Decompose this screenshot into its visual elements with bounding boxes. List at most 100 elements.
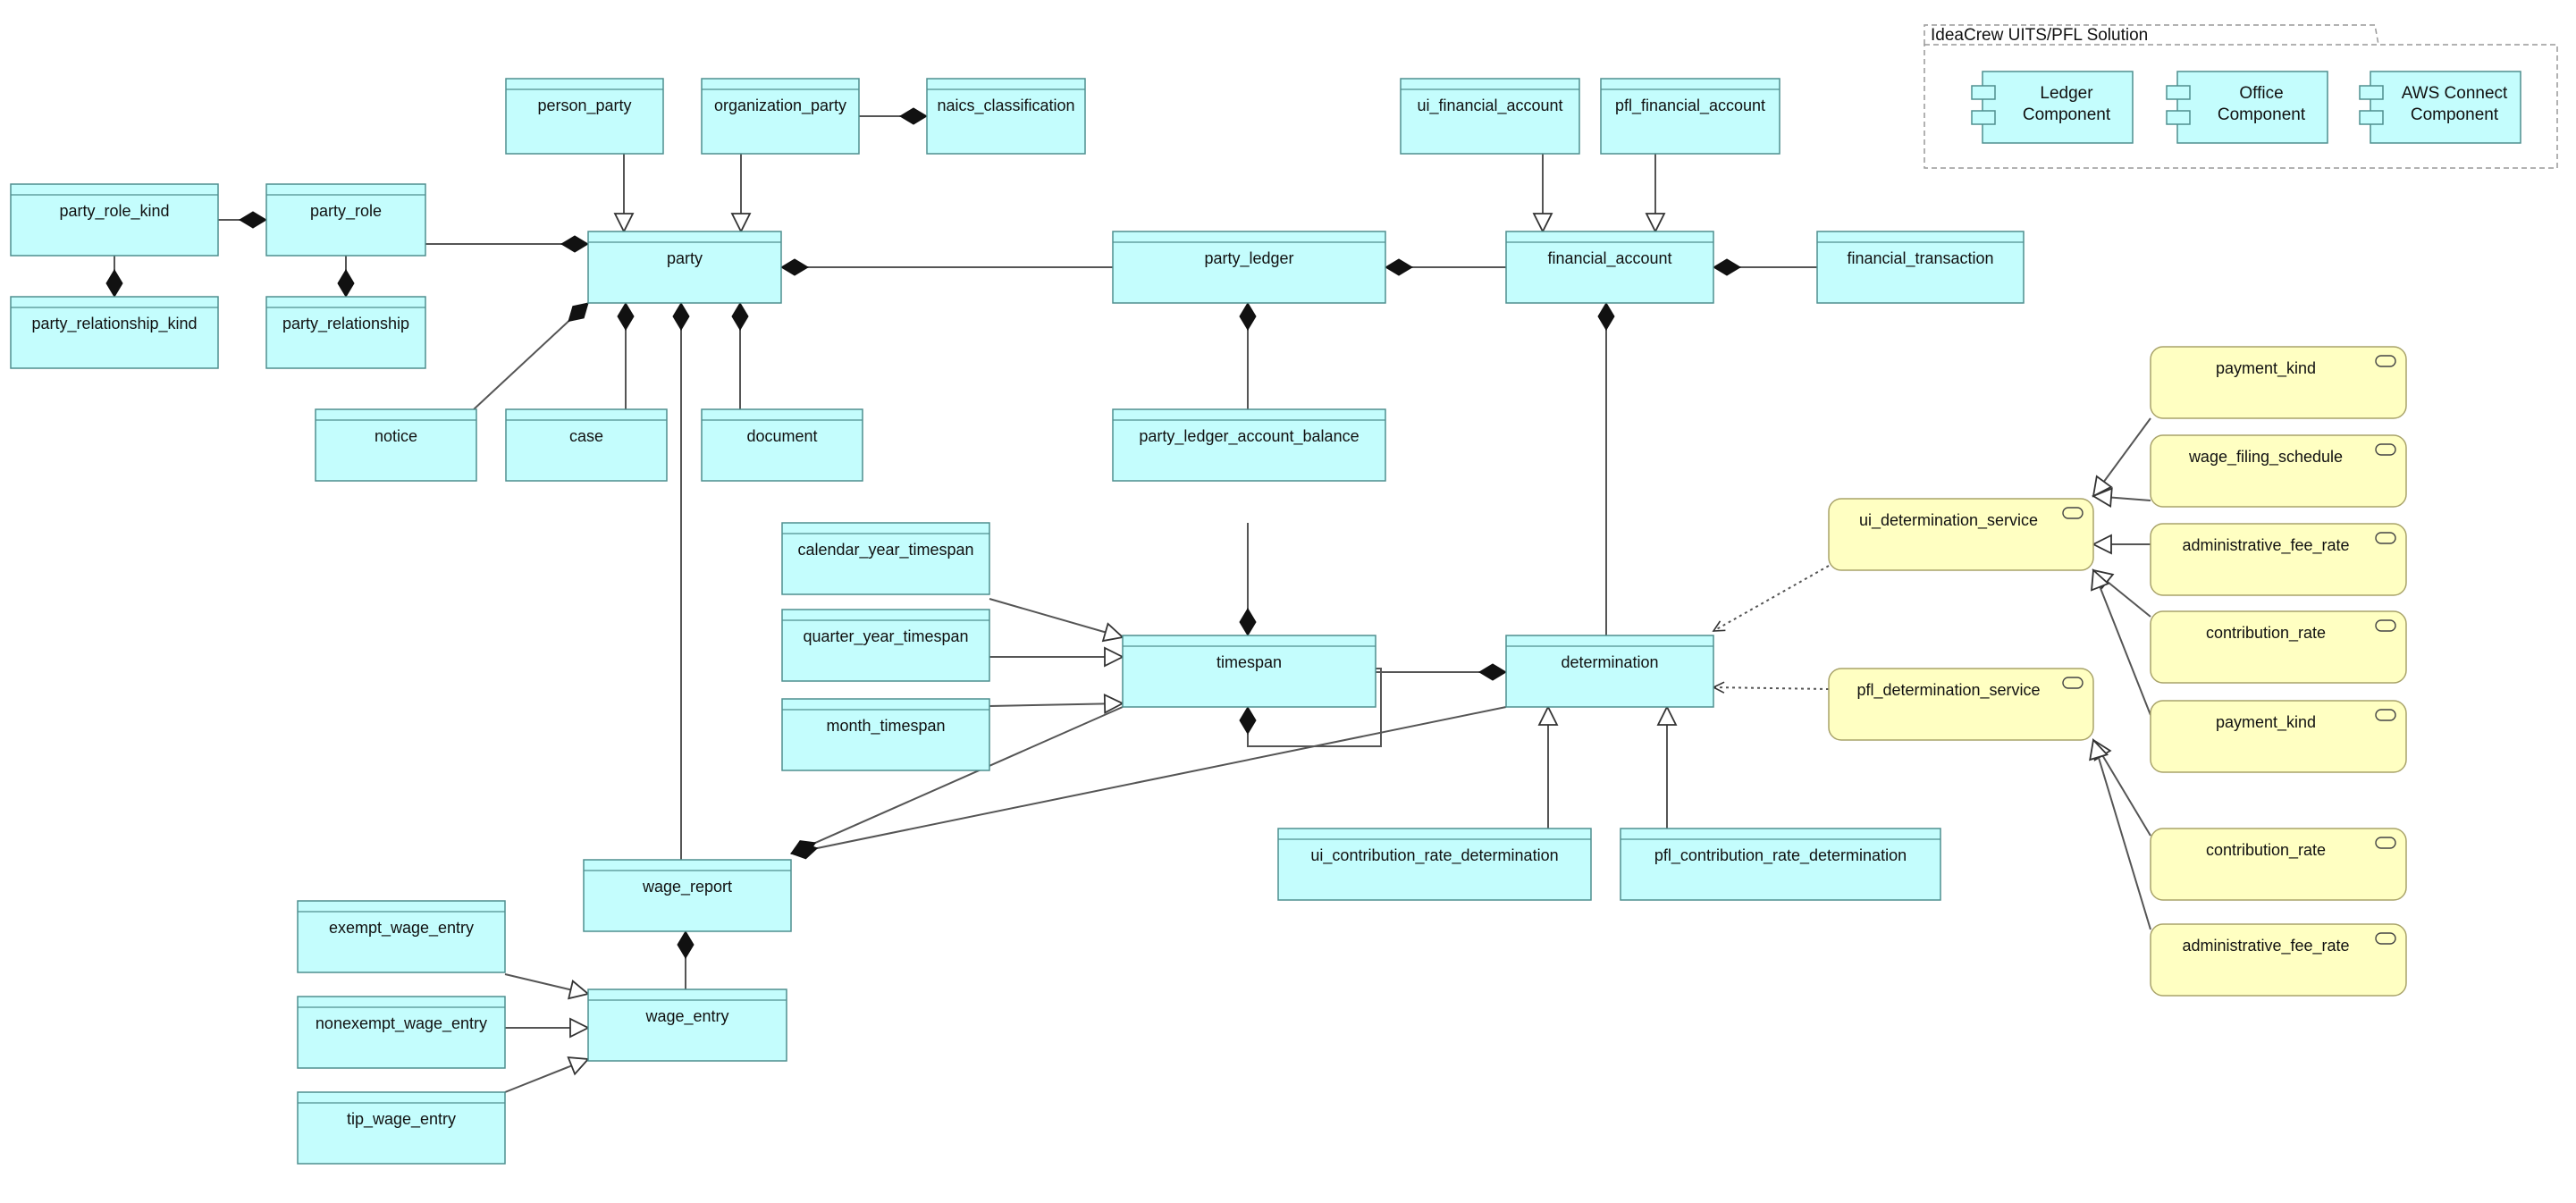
generalization-arrow-icon: [1532, 213, 1553, 234]
class-quarter_year_timespan[interactable]: quarter_year_timespan: [781, 609, 990, 682]
class-name: timespan: [1216, 653, 1282, 671]
class-notice[interactable]: notice: [315, 408, 477, 482]
class-name: person_party: [537, 97, 631, 115]
component-box: [2370, 71, 2521, 144]
service-icon: [2375, 532, 2396, 544]
composition-diamond-icon: [1239, 302, 1257, 331]
class-document[interactable]: document: [701, 408, 863, 482]
class-timespan[interactable]: timespan: [1122, 635, 1376, 708]
edge-pfl_svc-determination: [1713, 686, 1830, 690]
class-financial_account[interactable]: financial_account: [1505, 231, 1714, 304]
generalization-arrow-icon: [1101, 622, 1124, 643]
class-name: case: [569, 427, 603, 445]
class-naics_classification[interactable]: naics_classification: [926, 78, 1086, 155]
component-label-line1: Ledger: [2040, 84, 2093, 103]
generalization-arrow-icon: [2091, 534, 2112, 555]
class-name: calendar_year_timespan: [797, 541, 973, 559]
service-svc_ui_determination_service[interactable]: ui_determination_service: [1828, 498, 2094, 571]
component-port-icon: [2359, 85, 2384, 100]
composition-diamond-icon: [1478, 663, 1507, 681]
service-svc_payment_kind_2[interactable]: payment_kind: [2150, 700, 2407, 773]
edge-timespan-self: [1247, 668, 1382, 747]
class-name: document: [746, 427, 817, 445]
component-port-icon: [2166, 110, 2191, 125]
composition-diamond-icon: [731, 302, 749, 331]
composition-diamond-icon: [899, 107, 928, 125]
class-name: naics_classification: [937, 97, 1074, 115]
class-party_ledger_account_balance[interactable]: party_ledger_account_balance: [1112, 408, 1386, 482]
service-box: [2150, 828, 2407, 901]
class-party_relationship[interactable]: party_relationship: [265, 296, 426, 369]
class-exempt_wage_entry[interactable]: exempt_wage_entry: [297, 900, 506, 973]
service-svc_payment_kind_1[interactable]: payment_kind: [2150, 346, 2407, 419]
class-name: organization_party: [714, 97, 846, 115]
service-name: wage_filing_schedule: [2188, 448, 2343, 467]
edge-determination-wage_report: [790, 706, 1507, 854]
component-box: [1982, 71, 2134, 144]
class-box: [1505, 231, 1714, 304]
service-svc_pfl_determination_service[interactable]: pfl_determination_service: [1828, 668, 2094, 741]
class-party[interactable]: party: [587, 231, 782, 304]
class-name: month_timespan: [826, 717, 945, 736]
generalization-arrow-icon: [567, 1056, 590, 1076]
component-label-line1: AWS Connect: [2402, 84, 2508, 103]
class-wage_entry[interactable]: wage_entry: [587, 988, 787, 1062]
composition-diamond-icon: [672, 302, 690, 331]
composition-diamond-icon: [568, 302, 589, 323]
class-organization_party[interactable]: organization_party: [701, 78, 860, 155]
component-box: [2176, 71, 2328, 144]
class-name: quarter_year_timespan: [803, 627, 968, 646]
dependency-arrow-icon: [1712, 681, 1725, 694]
class-pfl_contribution_rate_determination[interactable]: pfl_contribution_rate_determination: [1620, 828, 1941, 901]
generalization-arrow-icon: [1537, 704, 1559, 726]
class-party_ledger[interactable]: party_ledger: [1112, 231, 1386, 304]
service-nodes: payment_kind wage_filing_schedule ui_deter…: [1828, 346, 2407, 997]
class-name: party_ledger_account_balance: [1139, 427, 1359, 446]
class-case[interactable]: case: [505, 408, 668, 482]
class-name: tip_wage_entry: [347, 1110, 456, 1129]
class-month_timespan[interactable]: month_timespan: [781, 698, 990, 771]
edge-calendar_year-timespan: [989, 598, 1124, 638]
class-ui_contribution_rate_determination[interactable]: ui_contribution_rate_determination: [1277, 828, 1592, 901]
class-name: ui_financial_account: [1417, 97, 1562, 115]
class-person_party[interactable]: person_party: [505, 78, 664, 155]
component-label-line2: Component: [2218, 105, 2306, 124]
service-icon: [2062, 507, 2084, 519]
class-ui_financial_account[interactable]: ui_financial_account: [1400, 78, 1580, 155]
class-party_role[interactable]: party_role: [265, 183, 426, 257]
service-box: [1828, 498, 2094, 571]
class-box: [1112, 408, 1386, 482]
class-party_role_kind[interactable]: party_role_kind: [10, 183, 219, 257]
service-svc_administrative_fee_rate_1[interactable]: administrative_fee_rate: [2150, 523, 2407, 596]
class-name: financial_account: [1547, 249, 1671, 268]
class-tip_wage_entry[interactable]: tip_wage_entry: [297, 1091, 506, 1165]
frame-border: [1924, 44, 2558, 169]
composition-diamond-icon: [337, 269, 355, 298]
service-svc_contribution_rate_1[interactable]: contribution_rate: [2150, 610, 2407, 684]
class-name: determination: [1561, 653, 1658, 671]
class-party_relationship_kind[interactable]: party_relationship_kind: [10, 296, 219, 369]
class-wage_report[interactable]: wage_report: [583, 859, 792, 932]
class-box: [1600, 78, 1780, 155]
class-pfl_financial_account[interactable]: pfl_financial_account: [1600, 78, 1780, 155]
service-name: contribution_rate: [2206, 841, 2326, 860]
class-calendar_year_timespan[interactable]: calendar_year_timespan: [781, 522, 990, 595]
class-determination[interactable]: determination: [1505, 635, 1714, 708]
service-svc_administrative_fee_rate_2[interactable]: administrative_fee_rate: [2150, 923, 2407, 997]
class-financial_transaction[interactable]: financial_transaction: [1816, 231, 2025, 304]
class-box: [1816, 231, 2025, 304]
class-nonexempt_wage_entry[interactable]: nonexempt_wage_entry: [297, 996, 506, 1069]
composition-diamond-icon: [617, 302, 635, 331]
service-svc_wage_filing_schedule[interactable]: wage_filing_schedule: [2150, 434, 2407, 508]
service-icon: [2375, 709, 2396, 721]
class-box: [587, 231, 782, 304]
generalization-arrow-icon: [1103, 693, 1125, 714]
edge-payment_kind2-ui_svc: [2092, 569, 2151, 716]
composition-diamond-icon: [239, 211, 267, 229]
class-box: [297, 996, 506, 1069]
service-svc_contribution_rate_2[interactable]: contribution_rate: [2150, 828, 2407, 901]
composition-diamond-icon: [1239, 608, 1257, 636]
